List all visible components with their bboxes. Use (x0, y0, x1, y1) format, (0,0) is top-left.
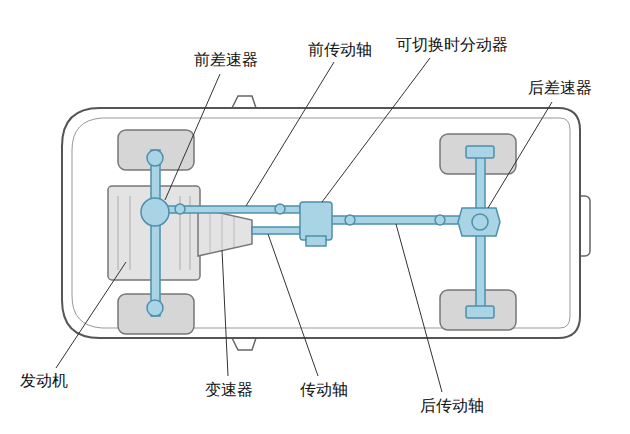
part-label: 后传动轴 (418, 396, 486, 415)
part-label: 前差速器 (192, 50, 260, 69)
part-label: 后差速器 (526, 78, 594, 97)
transmission-ribs (210, 212, 234, 252)
part-label: 发动机 (18, 371, 70, 390)
side-mirror (232, 96, 256, 108)
drivetrain (141, 146, 500, 318)
transmission (198, 208, 252, 256)
part-label: 可切换时分动器 (394, 35, 510, 54)
side-mirror (232, 338, 256, 350)
part-label: 前传动轴 (306, 40, 374, 59)
leader-lines (56, 58, 552, 392)
part-label: 传动轴 (298, 380, 350, 399)
part-label: 变速器 (203, 380, 255, 399)
car-body (62, 108, 580, 338)
